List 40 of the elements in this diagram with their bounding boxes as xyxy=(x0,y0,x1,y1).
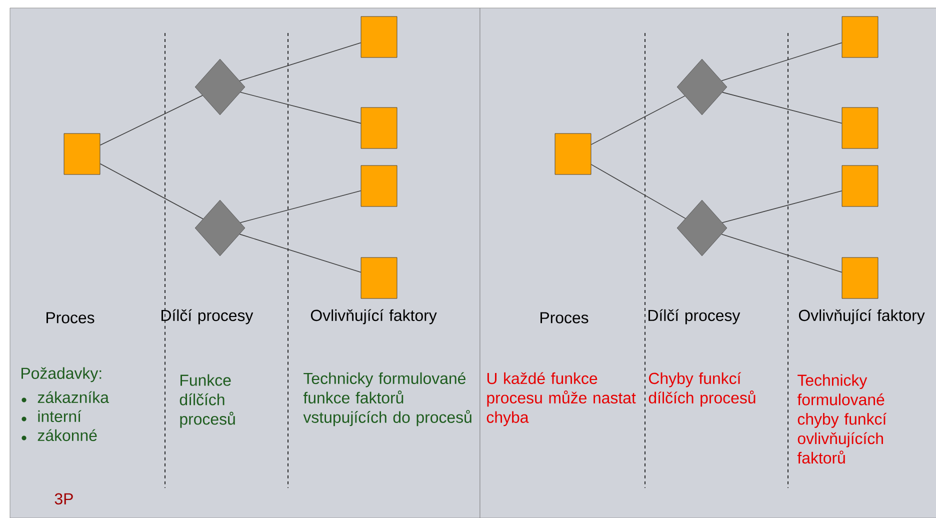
description-text: Chyby funkcí dílčích procesů xyxy=(648,372,756,407)
box-node xyxy=(842,107,878,149)
connector-line xyxy=(722,92,842,124)
connector-line xyxy=(100,95,203,146)
column-heading: Proces xyxy=(540,312,588,324)
connector-line xyxy=(100,163,204,220)
connector-line xyxy=(240,190,362,223)
box-node xyxy=(360,107,398,149)
column-heading: Proces xyxy=(46,312,94,324)
box-node xyxy=(360,257,398,299)
connector-line xyxy=(590,164,686,219)
column-heading: Dílčí procesy xyxy=(648,309,740,324)
description-text: Technicky formulované funkce faktorů vstupujících do procesů xyxy=(303,372,472,426)
box-node xyxy=(842,16,878,58)
connector-line xyxy=(239,234,362,273)
box-node xyxy=(842,257,878,299)
diamond-node xyxy=(676,200,728,256)
diamond-node xyxy=(194,200,246,256)
description-text: Technicky formulované chyby funkcí ovlivňujících faktorů xyxy=(797,374,887,464)
description-text: Funkce dílčích procesů xyxy=(180,374,235,428)
box-node xyxy=(64,133,100,175)
connector-line xyxy=(239,42,362,82)
bullet-item: interní xyxy=(38,410,82,422)
connector-line xyxy=(721,234,842,273)
bullet-item: zákonné xyxy=(38,429,97,442)
box-node xyxy=(360,165,398,207)
box-node xyxy=(360,16,398,58)
connector-line xyxy=(722,190,842,223)
connector-line xyxy=(721,42,842,82)
slide-number: 3P xyxy=(54,493,73,504)
connector-line xyxy=(240,92,362,124)
connector-line xyxy=(590,96,686,145)
bullet-item: zákazníka xyxy=(38,391,109,404)
diamond-node xyxy=(676,58,728,116)
box-node xyxy=(842,165,878,207)
box-node xyxy=(554,133,592,175)
column-heading: Dílčí procesy xyxy=(162,309,254,324)
diamond-node xyxy=(194,58,246,116)
description-text: U každé funkce procesu může nastat chyba xyxy=(486,372,636,426)
requirements-heading: Požadavky: xyxy=(22,367,102,382)
